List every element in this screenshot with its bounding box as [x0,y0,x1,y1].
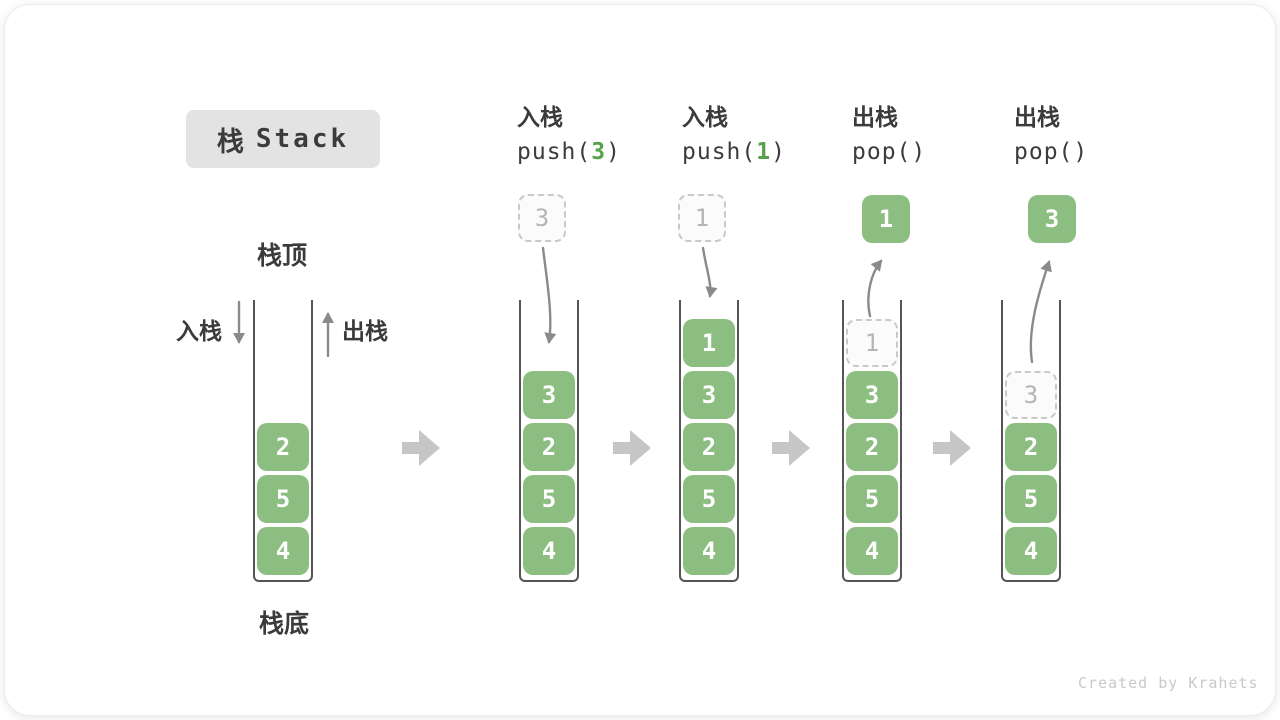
code-pre: push( [682,139,757,165]
code-post: ) [771,139,786,165]
pending-push-value-box: 3 [518,194,566,242]
stack-element: 3 [846,371,898,419]
title-cjk: 栈 [216,126,244,158]
watermark: Created by Krahets [1078,674,1259,692]
title-badge: 栈 Stack [186,110,380,168]
stack-element: 4 [683,527,735,575]
stack-element: 5 [1005,475,1057,523]
stack-initial: 2 5 4 [253,300,313,582]
stack-after-pop-3: 3 2 5 4 [1001,300,1061,582]
title-en: Stack [255,124,350,154]
op-code-label: pop() [1014,134,1088,170]
popped-value-box: 1 [862,195,910,243]
stack-element: 5 [523,475,575,523]
stack-element: 1 [683,319,735,367]
op-header-pop-3: 出栈 pop() [1014,102,1088,170]
pop-side-label: 出栈 [342,319,388,345]
stack-element: 2 [846,423,898,471]
stack-element-ghost: 3 [1005,371,1057,419]
op-code-label: pop() [852,134,926,170]
stack-element-ghost: 1 [846,319,898,367]
op-code-label: push(3) [517,134,621,170]
stack-element: 4 [846,527,898,575]
op-header-push-1: 入栈 push(1) [682,102,786,170]
pending-push-value-box: 1 [678,194,726,242]
op-cn-label: 入栈 [517,105,563,131]
stack-after-pop-1: 1 3 2 5 4 [842,300,902,582]
popped-value-box: 3 [1028,195,1076,243]
stack-element: 2 [683,423,735,471]
push-side-label: 入栈 [176,319,222,345]
stack-element: 2 [1005,423,1057,471]
stack-element: 4 [257,527,309,575]
code-post: ) [1073,139,1089,165]
stack-element: 2 [523,423,575,471]
stack-element: 4 [1005,527,1057,575]
stack-element: 5 [846,475,898,523]
code-pre: pop( [852,139,912,165]
op-cn-label: 入栈 [682,105,728,131]
code-arg: 3 [591,139,607,165]
op-code-label: push(1) [682,134,786,170]
code-post: ) [911,139,927,165]
stack-element: 3 [683,371,735,419]
code-pre: pop( [1014,139,1074,165]
stack-top-label: 栈顶 [257,241,308,270]
stack-element: 2 [257,423,309,471]
stack-after-push-1: 1 3 2 5 4 [679,300,739,582]
stack-element: 4 [523,527,575,575]
op-header-pop-1: 出栈 pop() [852,102,926,170]
op-header-push-3: 入栈 push(3) [517,102,621,170]
stack-bottom-label: 栈底 [259,609,310,638]
code-pre: push( [517,139,592,165]
op-cn-label: 出栈 [852,105,898,131]
code-arg: 1 [756,139,772,165]
stack-element: 3 [523,371,575,419]
stack-element: 5 [257,475,309,523]
code-post: ) [606,139,621,165]
op-cn-label: 出栈 [1014,105,1060,131]
stack-element: 5 [683,475,735,523]
stack-after-push-3: 3 2 5 4 [519,300,579,582]
